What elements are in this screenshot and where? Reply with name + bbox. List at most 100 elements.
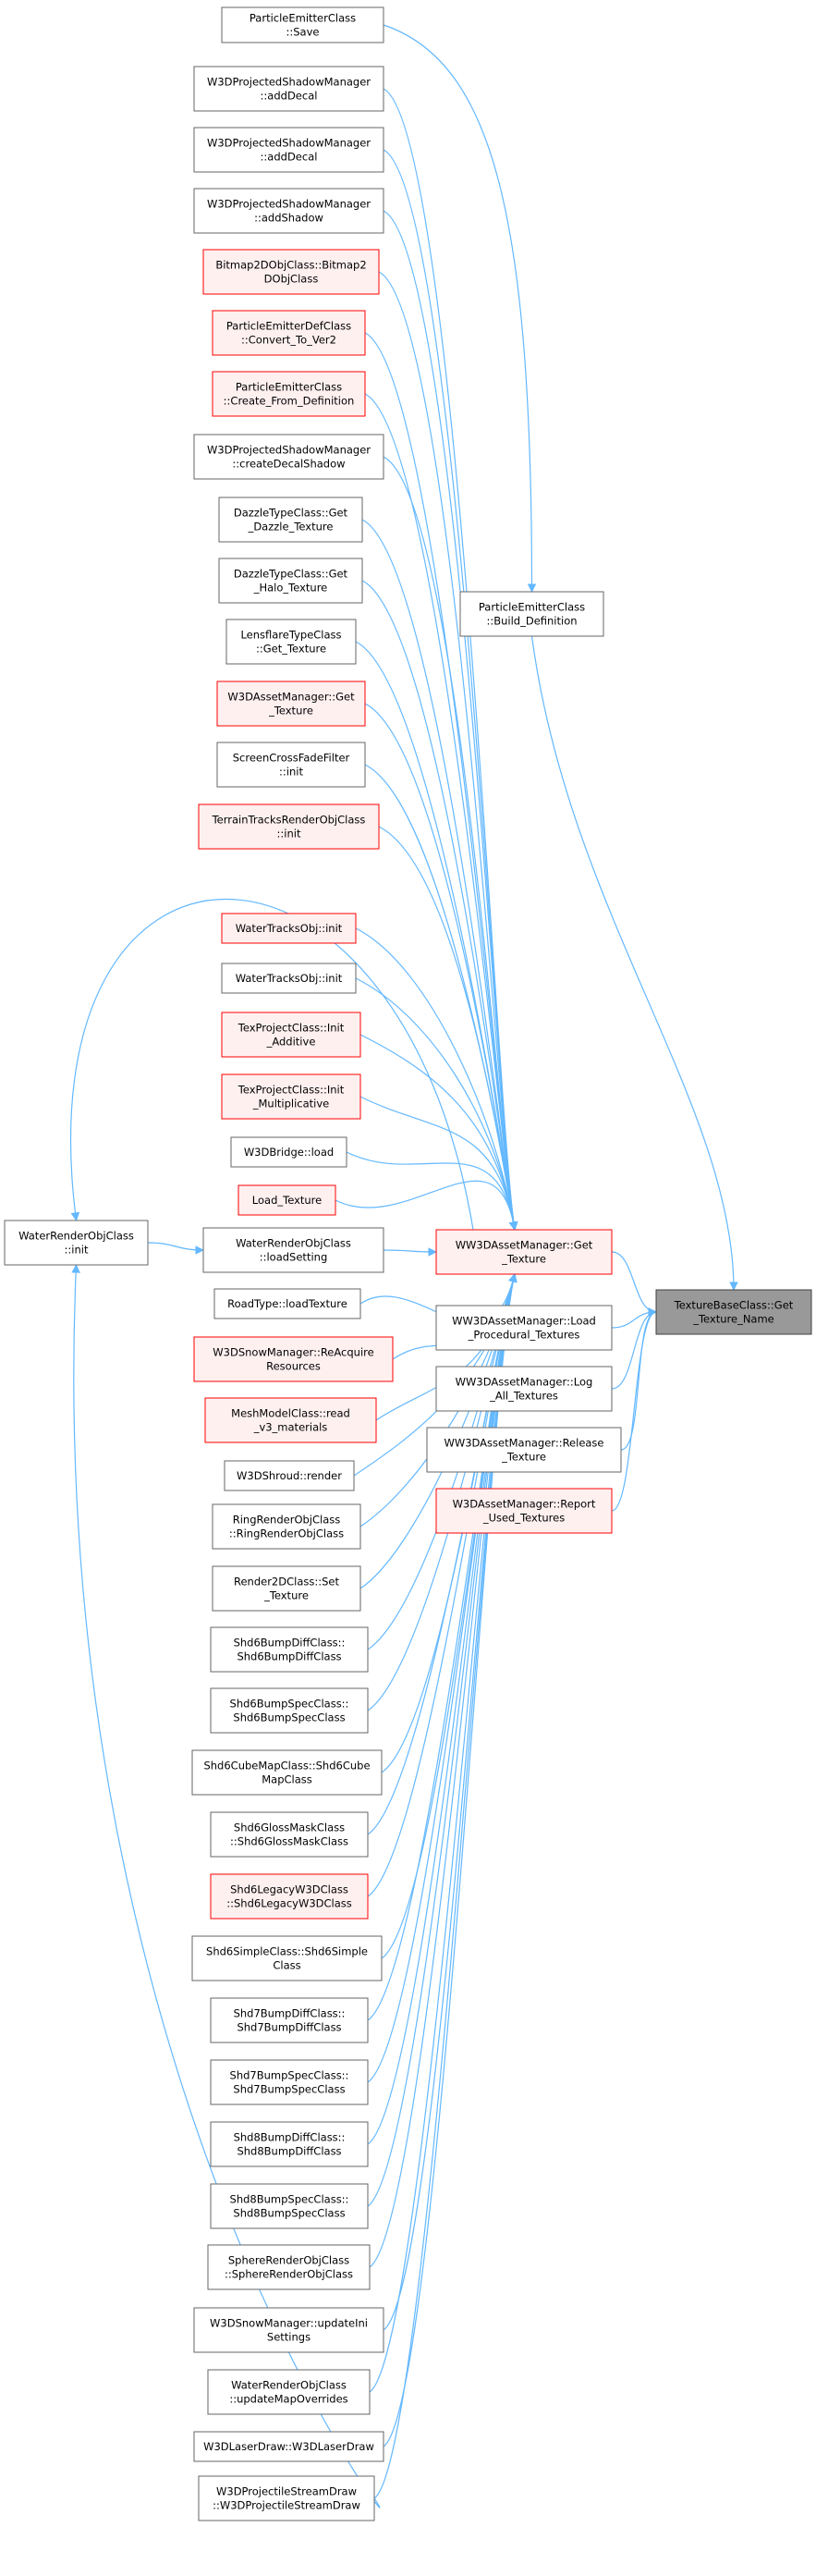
root-function-node[interactable]: TextureBaseClass::Get_Texture_Name (655, 1289, 812, 1335)
function-node[interactable]: WaterTracksObj::init (221, 913, 357, 944)
call-edge (70, 899, 474, 1231)
function-node[interactable]: WaterRenderObjClass::init (4, 1220, 149, 1266)
function-node[interactable]: Shd7BumpDiffClass::Shd7BumpDiffClass (210, 1997, 369, 2043)
function-node[interactable]: TexProjectClass::Init_Multiplicative (221, 1073, 361, 1120)
node-box (435, 1366, 613, 1412)
node-box (655, 1289, 812, 1335)
function-node[interactable]: Load_Texture (237, 1184, 336, 1216)
function-node[interactable]: RingRenderObjClass::RingRenderObjClass (212, 1503, 361, 1550)
function-node[interactable]: W3DProjectedShadowManager::addDecal (193, 127, 384, 173)
node-box (193, 2431, 384, 2462)
call-edge (359, 1034, 518, 1231)
function-node[interactable]: Shd7BumpSpecClass::Shd7BumpSpecClass (210, 2059, 369, 2105)
function-node[interactable]: DazzleTypeClass::Get_Dazzle_Texture (218, 497, 363, 543)
function-node[interactable]: Shd6GlossMaskClass::Shd6GlossMaskClass (210, 1811, 369, 1858)
function-node[interactable]: W3DLaserDraw::W3DLaserDraw (193, 2431, 384, 2462)
function-node[interactable]: Shd8BumpDiffClass::Shd8BumpDiffClass (210, 2121, 369, 2167)
function-node[interactable]: Shd6CubeMapClass::Shd6CubeMapClass (191, 1749, 383, 1796)
node-label: MapClass (262, 1773, 312, 1786)
node-label: TexProjectClass::Init (237, 1084, 345, 1097)
node-box (193, 127, 384, 173)
node-label: ::loadSetting (260, 1251, 328, 1264)
function-node[interactable]: W3DAssetManager::Get_Texture (216, 681, 366, 727)
function-node[interactable]: WW3DAssetManager::Release_Texture (426, 1427, 622, 1473)
function-node[interactable]: W3DBridge::load (230, 1136, 347, 1168)
node-label: Shd6CubeMapClass::Shd6Cube (203, 1760, 370, 1773)
node-label: WW3DAssetManager::Log (456, 1376, 593, 1389)
node-label: _Procedural_Textures (468, 1329, 580, 1342)
node-box (459, 591, 604, 637)
node-label: Shd6SimpleClass::Shd6Simple (206, 1945, 368, 1958)
function-node[interactable]: TexProjectClass::Init_Additive (221, 1012, 361, 1058)
function-node[interactable]: WW3DAssetManager::Get_Texture (435, 1229, 613, 1275)
node-label: W3DAssetManager::Get (227, 691, 355, 704)
function-node[interactable]: Shd8BumpSpecClass::Shd8BumpSpecClass (210, 2183, 369, 2229)
node-box (212, 1565, 361, 1612)
function-node[interactable]: WaterTracksObj::init (221, 963, 357, 994)
node-label: WW3DAssetManager::Release (444, 1437, 603, 1450)
function-node[interactable]: LensflareTypeClass::Get_Texture (225, 619, 357, 665)
function-node[interactable]: WW3DAssetManager::Log_All_Textures (435, 1366, 613, 1412)
node-box (237, 1184, 336, 1216)
node-box (210, 2059, 369, 2105)
node-label: W3DLaserDraw::W3DLaserDraw (203, 2440, 374, 2453)
node-box (218, 497, 363, 543)
node-box (212, 310, 366, 356)
node-label: Shd8BumpSpecClass (233, 2207, 345, 2220)
node-label: Load_Texture (252, 1194, 322, 1207)
node-label: ::Convert_To_Ver2 (241, 334, 336, 347)
call-edge (611, 1307, 657, 1512)
function-node[interactable]: Shd6LegacyW3DClass::Shd6LegacyW3DClass (210, 1873, 369, 1920)
function-node[interactable]: ParticleEmitterClass::Build_Definition (459, 591, 604, 637)
function-node[interactable]: SphereRenderObjClass::SphereRenderObjCla… (207, 2244, 371, 2290)
node-box (191, 1749, 383, 1796)
node-label: ::init (65, 1244, 89, 1257)
function-node[interactable]: WaterRenderObjClass::loadSetting (202, 1227, 384, 1273)
function-node[interactable]: Shd6BumpSpecClass::Shd6BumpSpecClass (210, 1687, 369, 1734)
call-edge (611, 1251, 657, 1317)
node-label: ParticleEmitterDefClass (226, 320, 351, 333)
function-node[interactable]: W3DAssetManager::Report_Used_Textures (435, 1488, 613, 1534)
node-label: Shd6GlossMaskClass (234, 1822, 345, 1834)
node-label: _Dazzle_Texture (248, 521, 334, 534)
node-label: WaterRenderObjClass (18, 1230, 134, 1243)
function-node[interactable]: WaterRenderObjClass::updateMapOverrides (207, 2369, 371, 2415)
node-label: W3DProjectedShadowManager (207, 137, 371, 150)
function-node[interactable]: ParticleEmitterDefClass::Convert_To_Ver2 (212, 310, 366, 356)
node-box (435, 1488, 613, 1534)
node-label: ParticleEmitterClass (479, 601, 585, 614)
node-box (426, 1427, 622, 1473)
function-node[interactable]: DazzleTypeClass::Get_Halo_Texture (218, 558, 363, 604)
node-box (193, 188, 384, 234)
function-node[interactable]: W3DProjectedShadowManager::addShadow (193, 188, 384, 234)
function-node[interactable]: Shd6SimpleClass::Shd6SimpleClass (191, 1935, 383, 1981)
function-node[interactable]: W3DProjectileStreamDraw::W3DProjectileSt… (198, 2475, 375, 2521)
function-node[interactable]: W3DProjectedShadowManager::addDecal (193, 66, 384, 112)
function-node[interactable]: ParticleEmitterClass::Create_From_Defini… (212, 371, 366, 417)
node-label: _Texture (501, 1451, 546, 1464)
node-box (198, 2475, 375, 2521)
node-box (4, 1220, 149, 1266)
function-node[interactable]: Bitmap2DObjClass::Bitmap2DObjClass (202, 249, 380, 295)
call-edge (378, 826, 518, 1231)
function-node[interactable]: MeshModelClass::read_v3_materials (204, 1397, 377, 1443)
node-label: WW3DAssetManager::Load (452, 1315, 596, 1328)
node-label: Resources (266, 1360, 321, 1373)
function-node[interactable]: W3DShroud::render (224, 1460, 355, 1491)
node-label: ::Shd6LegacyW3DClass (226, 1897, 352, 1910)
function-node[interactable]: RoadType::loadTexture (213, 1288, 361, 1319)
function-node[interactable]: WW3DAssetManager::Load_Procedural_Textur… (435, 1305, 613, 1351)
node-label: _Used_Textures (482, 1512, 565, 1525)
function-node[interactable]: TerrainTracksRenderObjClass::init (198, 803, 380, 850)
node-label: WaterRenderObjClass (236, 1237, 351, 1250)
node-box (221, 963, 357, 994)
function-node[interactable]: Render2DClass::Set_Texture (212, 1565, 361, 1612)
function-node[interactable]: W3DProjectedShadowManager::createDecalSh… (193, 434, 384, 480)
node-label: Bitmap2DObjClass::Bitmap2 (215, 259, 366, 272)
function-node[interactable]: ScreenCrossFadeFilter::init (216, 742, 366, 788)
node-label: _Texture (263, 1589, 309, 1602)
function-node[interactable]: ParticleEmitterClass::Save (221, 6, 384, 43)
function-node[interactable]: Shd6BumpDiffClass::Shd6BumpDiffClass (210, 1626, 369, 1673)
